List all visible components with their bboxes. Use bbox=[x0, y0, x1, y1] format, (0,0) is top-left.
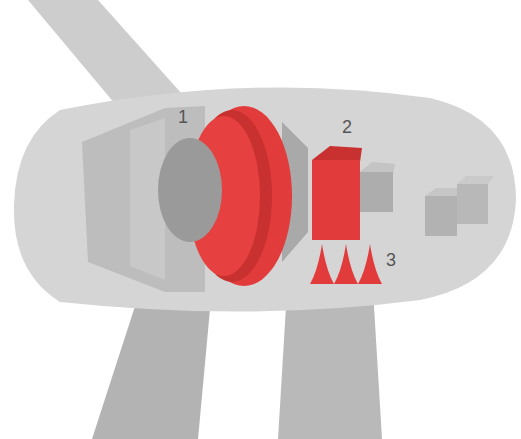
hub-disc bbox=[158, 138, 222, 242]
callout-number: 2 bbox=[342, 117, 352, 137]
component-box bbox=[457, 176, 494, 184]
callout-number: 1 bbox=[178, 107, 188, 127]
tower bbox=[278, 290, 382, 439]
component-box bbox=[312, 160, 360, 240]
component-box bbox=[425, 196, 457, 236]
nacelle-housing bbox=[14, 87, 516, 311]
cone bbox=[334, 244, 358, 284]
cone bbox=[358, 244, 382, 284]
component-box bbox=[457, 184, 488, 224]
component-box bbox=[360, 172, 393, 212]
callout-number: 3 bbox=[386, 250, 396, 270]
cone bbox=[310, 244, 334, 284]
component-box bbox=[312, 146, 362, 162]
